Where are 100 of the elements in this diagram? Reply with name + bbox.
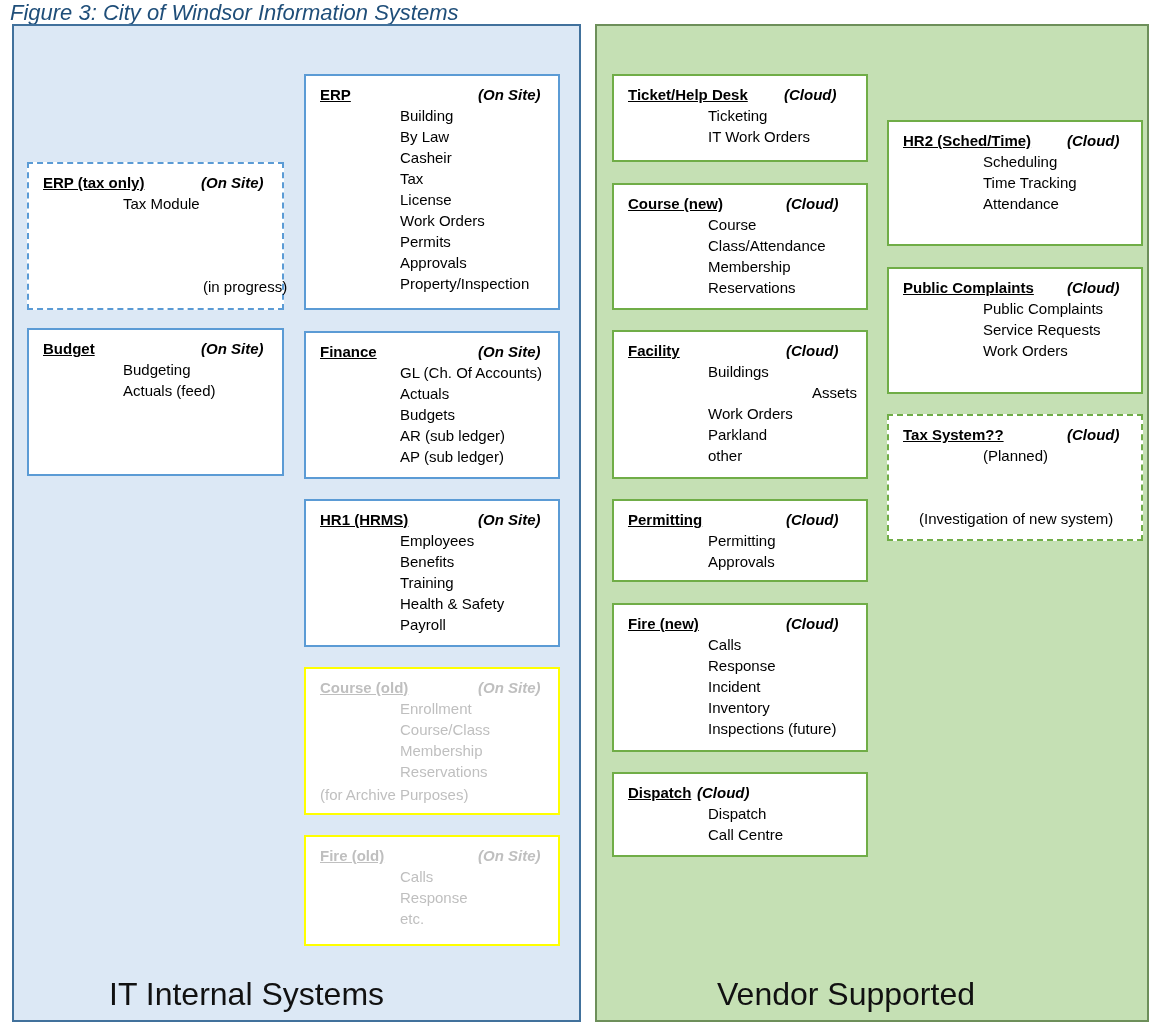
hosting-tag: (Cloud) <box>786 195 839 213</box>
system-name: Finance <box>320 343 377 361</box>
hosting-tag: (Cloud) <box>786 342 839 360</box>
module-item: Budgeting <box>123 361 191 379</box>
system-card <box>887 414 1143 541</box>
module-item: etc. <box>400 910 425 928</box>
system-name: Course (old) <box>320 679 409 697</box>
system-card <box>304 667 560 815</box>
module-item: Permitting <box>708 532 776 550</box>
module-item: Buildings <box>708 363 769 381</box>
module-item: Response <box>708 657 776 675</box>
system-name: Budget <box>43 340 95 358</box>
system-card <box>304 835 560 946</box>
system-card <box>887 120 1143 246</box>
module-item: Payroll <box>400 616 446 634</box>
hosting-tag: (On Site) <box>201 174 264 192</box>
system-name: Course (new) <box>628 195 723 213</box>
module-item: Dispatch <box>708 805 767 823</box>
system-name: Fire (new) <box>628 615 699 633</box>
system-card <box>612 330 868 479</box>
module-item: Ticketing <box>708 107 768 125</box>
system-name: Dispatch <box>628 784 692 802</box>
hosting-tag: (Cloud) <box>1067 132 1120 150</box>
system-name: HR1 (HRMS) <box>320 511 409 529</box>
system-name: Public Complaints <box>903 279 1034 297</box>
system-name: Ticket/Help Desk <box>628 86 748 104</box>
module-item: Actuals (feed) <box>123 382 216 400</box>
module-item: Casheir <box>400 149 452 167</box>
module-item: Reservations <box>708 279 796 297</box>
module-item: (Planned) <box>983 447 1049 465</box>
system-card <box>27 328 284 476</box>
module-item: Tax <box>400 170 424 188</box>
module-item: Health & Safety <box>400 595 505 613</box>
module-item: Membership <box>708 258 791 276</box>
module-item: Reservations <box>400 763 488 781</box>
figure-title: Figure 3: City of Windsor Information Systems <box>10 0 459 26</box>
system-name: ERP <box>320 86 351 104</box>
module-item: Permits <box>400 233 451 251</box>
module-item: IT Work Orders <box>708 128 810 146</box>
hosting-tag: (Cloud) <box>1067 426 1120 444</box>
module-item: other <box>708 447 743 465</box>
system-card <box>612 74 868 162</box>
system-name: Facility <box>628 342 680 360</box>
module-item: Public Complaints <box>983 300 1104 318</box>
module-item: Benefits <box>400 553 455 571</box>
module-item: By Law <box>400 128 450 146</box>
module-item: GL (Ch. Of Accounts) <box>400 364 542 382</box>
system-card <box>304 499 560 647</box>
module-item: Property/Inspection <box>400 275 530 293</box>
module-item: Work Orders <box>708 405 793 423</box>
module-item: AR (sub ledger) <box>400 427 506 445</box>
hosting-tag: (On Site) <box>201 340 264 358</box>
system-name: HR2 (Sched/Time) <box>903 132 1032 150</box>
module-item: Incident <box>708 678 761 696</box>
module-item: Training <box>400 574 454 592</box>
module-item: Parkland <box>708 426 768 444</box>
system-name: Tax System?? <box>903 426 1004 444</box>
module-item: AP (sub ledger) <box>400 448 504 466</box>
hosting-tag: (On Site) <box>478 511 541 529</box>
module-item: Course/Class <box>400 721 491 739</box>
system-card <box>612 772 868 857</box>
hosting-tag: (On Site) <box>478 679 541 697</box>
panel <box>595 24 1149 1022</box>
system-name: Permitting <box>628 511 703 529</box>
hosting-tag: (Cloud) <box>786 511 839 529</box>
system-name: ERP (tax only) <box>43 174 145 192</box>
system-card <box>612 183 868 310</box>
module-item: Calls <box>708 636 742 654</box>
module-item: Actuals <box>400 385 450 403</box>
module-item: Course <box>708 216 757 234</box>
module-item: Budgets <box>400 406 456 424</box>
module-item: Class/Attendance <box>708 237 826 255</box>
module-item: License <box>400 191 452 209</box>
hosting-tag: (On Site) <box>478 847 541 865</box>
panel <box>12 24 581 1022</box>
hosting-tag: (Cloud) <box>1067 279 1120 297</box>
module-item: Scheduling <box>983 153 1058 171</box>
hosting-tag: (On Site) <box>478 343 541 361</box>
system-card <box>612 603 868 752</box>
module-item: Building <box>400 107 454 125</box>
module-item: Membership <box>400 742 483 760</box>
panel-heading: Vendor Supported <box>717 976 975 1013</box>
system-card <box>304 74 560 310</box>
module-item: Assets <box>812 384 857 402</box>
system-card <box>612 499 868 582</box>
module-item: Approvals <box>708 553 775 571</box>
module-item: Work Orders <box>400 212 485 230</box>
module-item: Work Orders <box>983 342 1068 360</box>
hosting-tag: (On Site) <box>478 86 541 104</box>
system-card <box>887 267 1143 394</box>
module-item: Enrollment <box>400 700 472 718</box>
panel-heading: IT Internal Systems <box>109 976 385 1013</box>
module-item: Employees <box>400 532 475 550</box>
module-item: Call Centre <box>708 826 784 844</box>
hosting-tag: (Cloud) <box>786 615 839 633</box>
module-item: (for Archive Purposes) <box>320 786 469 804</box>
module-item: Tax Module <box>123 195 200 213</box>
system-name: Fire (old) <box>320 847 385 865</box>
system-card <box>304 331 560 479</box>
module-item: Approvals <box>400 254 467 272</box>
